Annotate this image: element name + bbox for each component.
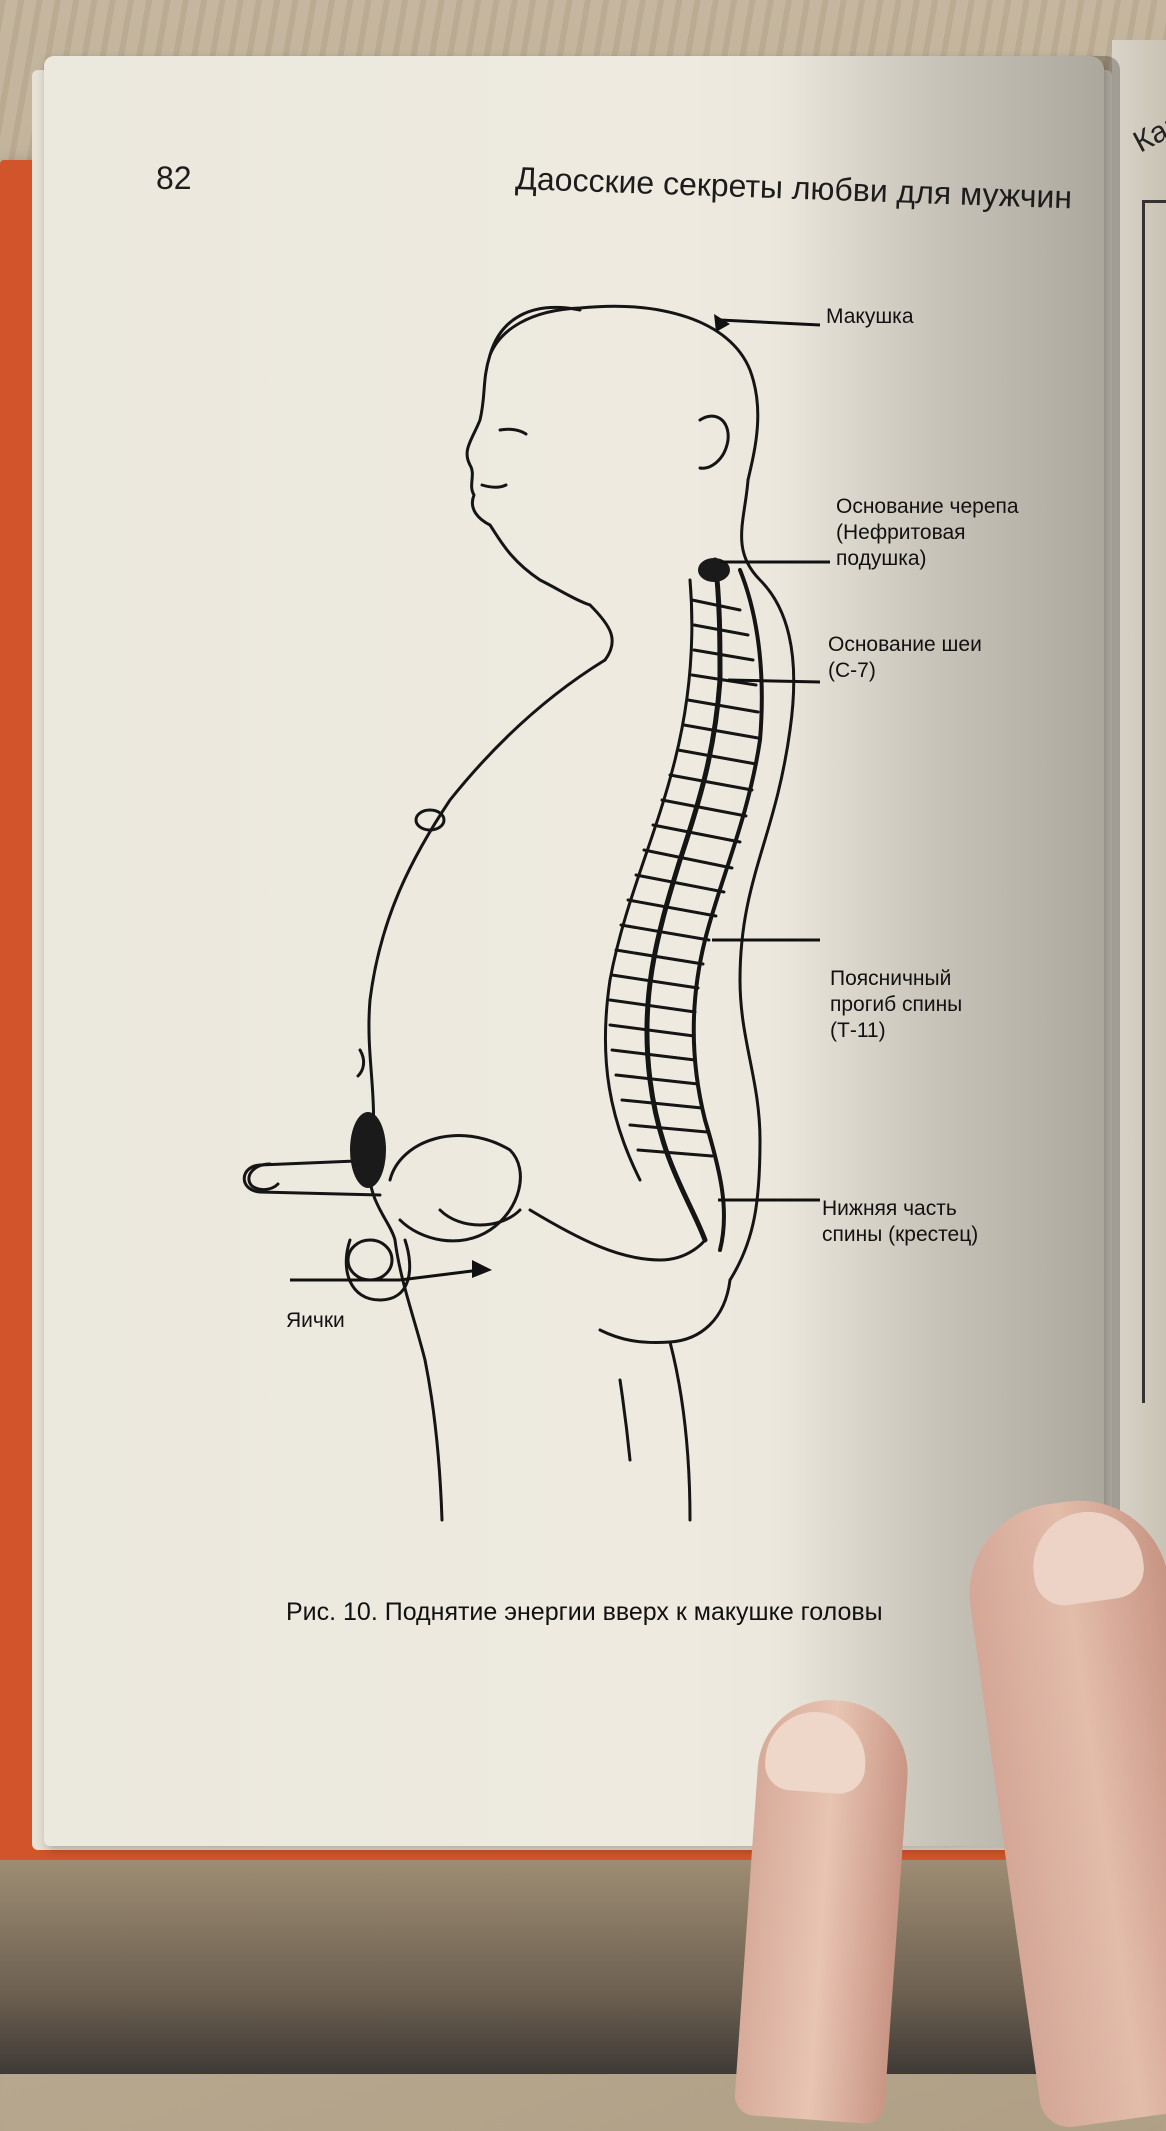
neck-front [588, 603, 614, 662]
energy-arrow [399, 1268, 481, 1282]
hair-outline [488, 304, 760, 482]
arrow-head-energy [472, 1260, 492, 1278]
arrow-head-crown [714, 314, 730, 332]
skull-base-marker [698, 558, 730, 582]
front-leg [393, 1238, 444, 1522]
eye-line [498, 427, 528, 436]
chest-outline [367, 658, 607, 1242]
lap-shadow [0, 1860, 1166, 2074]
pelvic-curve [528, 1208, 707, 1262]
pointer-neck-base [727, 678, 821, 684]
spinal-column-front [603, 578, 694, 1182]
book-page [44, 56, 1104, 1846]
label-sacrum-1: Нижняя часть [822, 1197, 957, 1220]
glans [247, 1162, 280, 1192]
label-lumbar-3: (Т-11) [830, 1019, 886, 1042]
spinal-column-back [691, 568, 764, 1252]
figure-caption: Рис. 10. Поднятие энергии вверх к макушк… [286, 1598, 883, 1626]
back-outline [728, 478, 796, 1282]
label-skull-base-1: Основание черепа [836, 495, 1019, 518]
scrotum [344, 1238, 412, 1302]
label-neck-base-1: Основание шеи [828, 633, 982, 656]
vertebrae [608, 598, 760, 1158]
label-crown: Макушка [826, 305, 914, 328]
knee-line [618, 1378, 632, 1462]
buttock-outline [598, 1278, 732, 1344]
label-lumbar-1: Поясничный [830, 967, 952, 990]
back-leg [668, 1340, 692, 1522]
testicle [346, 1238, 394, 1282]
prostate-loop [438, 1208, 522, 1227]
anatomy-figure [200, 280, 1080, 1540]
label-lumbar-2: прогиб спины [830, 993, 963, 1016]
head-outline [465, 305, 592, 607]
mouth-line [480, 483, 508, 489]
navel [356, 1048, 366, 1078]
nipple [414, 808, 446, 832]
page-number: 82 [156, 160, 192, 196]
label-testicles: Яички [286, 1309, 345, 1332]
pubic-hair [350, 1112, 386, 1188]
pointer-crown [719, 318, 821, 327]
ear-outline [698, 414, 730, 470]
label-sacrum-2: спины (крестец) [822, 1223, 979, 1246]
label-skull-base-3: подушка) [836, 547, 927, 570]
anatomy-drawing [242, 304, 830, 1522]
bladder-loop [388, 1134, 522, 1243]
label-neck-base-2: (С-7) [828, 659, 876, 682]
next-page-frame [1142, 200, 1166, 1403]
label-skull-base-2: (Нефритовая [836, 521, 966, 544]
